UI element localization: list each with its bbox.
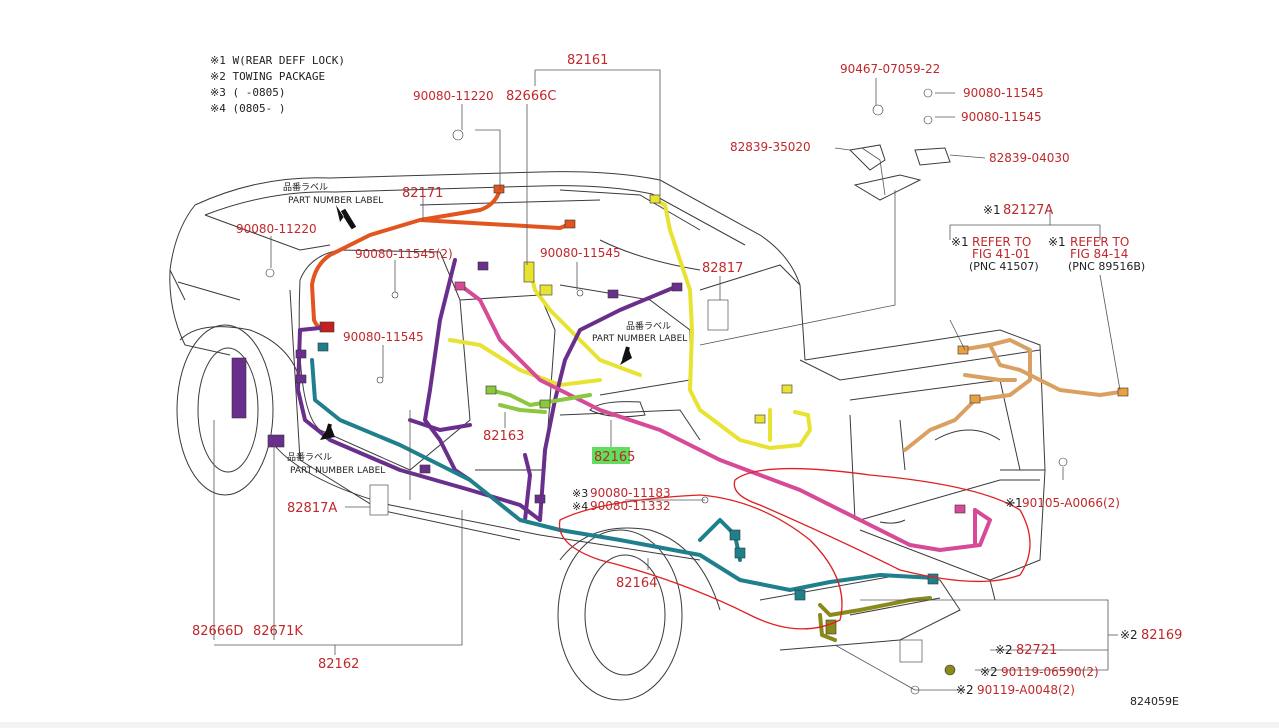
part-82839-04030[interactable]: 82839-04030 — [989, 151, 1070, 165]
label-arrows — [320, 205, 632, 440]
mark-82721: ※2 — [995, 643, 1013, 657]
part-82127A[interactable]: 82127A — [1003, 203, 1053, 218]
mark-ref2: ※1 — [1048, 235, 1066, 249]
notes-block: ※1 W(REAR DEFF LOCK) ※2 TOWING PACKAGE ※… — [210, 54, 345, 115]
pnl1-en: PART NUMBER LABEL — [288, 196, 383, 206]
mark-90080-11183: ※3 — [572, 487, 588, 500]
pnl3-jp: 品番ラベル — [287, 451, 332, 463]
ref1-line1[interactable]: REFER TO — [972, 235, 1031, 249]
part-82164[interactable]: 82164 — [616, 576, 657, 591]
part-90119-A0048-2[interactable]: 90119-A0048(2) — [977, 683, 1075, 697]
part-82671K[interactable]: 82671K — [253, 624, 303, 639]
mark-90119-06590: ※2 — [980, 665, 998, 679]
harness-82162-purple — [295, 258, 683, 522]
pnl2-en: PART NUMBER LABEL — [592, 334, 687, 344]
part-82817A[interactable]: 82817A — [287, 501, 337, 516]
part-90080-11545-mid[interactable]: 90080-11545 — [540, 246, 621, 260]
mark-82169: ※2 — [1120, 628, 1138, 642]
part-82162[interactable]: 82162 — [318, 657, 359, 672]
bottom-edge — [0, 722, 1279, 728]
part-90080-11545-left[interactable]: 90080-11545 — [343, 330, 424, 344]
bracket-parts — [231, 88, 1068, 695]
part-82169[interactable]: 82169 — [1141, 628, 1182, 643]
harness-82127A-tan — [903, 338, 1129, 452]
harness-82163-green — [485, 385, 592, 414]
pnl2-jp: 品番ラベル — [626, 320, 671, 332]
mark-90105: ※1 — [1005, 496, 1023, 510]
note-4: ※4 (0805- ) — [210, 102, 285, 115]
note-1: ※1 W(REAR DEFF LOCK) — [210, 54, 345, 67]
part-90080-11545-r2[interactable]: 90080-11545 — [961, 110, 1042, 124]
ref1-pnc: (PNC 41507) — [969, 260, 1039, 273]
figure-id: 824059E — [1130, 695, 1179, 708]
part-82817[interactable]: 82817 — [702, 261, 743, 276]
part-82839-35020[interactable]: 82839-35020 — [730, 140, 811, 154]
part-number-labels: 82161 82666C 90080-11220 82171 90080-112… — [192, 53, 1182, 697]
note-2: ※2 TOWING PACKAGE — [210, 70, 325, 83]
ref2-line1[interactable]: REFER TO — [1070, 235, 1129, 249]
part-90080-11220-left[interactable]: 90080-11220 — [236, 222, 317, 236]
note-3: ※3 ( -0805) — [210, 86, 285, 99]
harness-82165-pink — [454, 281, 992, 552]
part-90080-11183[interactable]: 90080-11183 — [590, 486, 671, 500]
part-90467-07059-22[interactable]: 90467-07059-22 — [840, 62, 940, 76]
pnl1-jp: 品番ラベル — [283, 181, 328, 193]
ref2-line2[interactable]: FIG 84-14 — [1070, 247, 1128, 261]
part-number-label-callouts: 品番ラベル PART NUMBER LABEL 品番ラベル PART NUMBE… — [283, 181, 687, 476]
part-90119-06590-2[interactable]: 90119-06590(2) — [1001, 665, 1099, 679]
harness-82164-teal — [310, 342, 939, 601]
part-90080-11332[interactable]: 90080-11332 — [590, 499, 671, 513]
ref2-pnc: (PNC 89516B) — [1068, 260, 1145, 273]
harness-82161-yellow — [448, 194, 812, 450]
part-82161[interactable]: 82161 — [567, 53, 608, 68]
leader-lines — [213, 69, 1121, 691]
part-82163[interactable]: 82163 — [483, 429, 524, 444]
part-90080-11220-top[interactable]: 90080-11220 — [413, 89, 494, 103]
ref1-line2[interactable]: FIG 41-01 — [972, 247, 1030, 261]
part-90080-11545-2[interactable]: 90080-11545(2) — [355, 247, 453, 261]
part-82666D[interactable]: 82666D — [192, 624, 243, 639]
part-82165[interactable]: 82165 — [594, 450, 635, 465]
harness-82169-olive — [818, 596, 932, 642]
part-82165-highlight — [592, 447, 630, 464]
part-82666C[interactable]: 82666C — [506, 89, 556, 104]
mark-82127A: ※1 — [983, 203, 1001, 217]
pnl3-en: PART NUMBER LABEL — [290, 466, 385, 476]
mark-ref1: ※1 — [951, 235, 969, 249]
part-90080-11545-r1[interactable]: 90080-11545 — [963, 86, 1044, 100]
mark-90119-A0048: ※2 — [956, 683, 974, 697]
part-90105-A0066-2[interactable]: 90105-A0066(2) — [1022, 496, 1120, 510]
red-annotation-circles — [558, 467, 1031, 630]
part-82721[interactable]: 82721 — [1016, 643, 1057, 658]
part-82171[interactable]: 82171 — [402, 186, 443, 201]
mark-90080-11332: ※4 — [572, 500, 588, 513]
